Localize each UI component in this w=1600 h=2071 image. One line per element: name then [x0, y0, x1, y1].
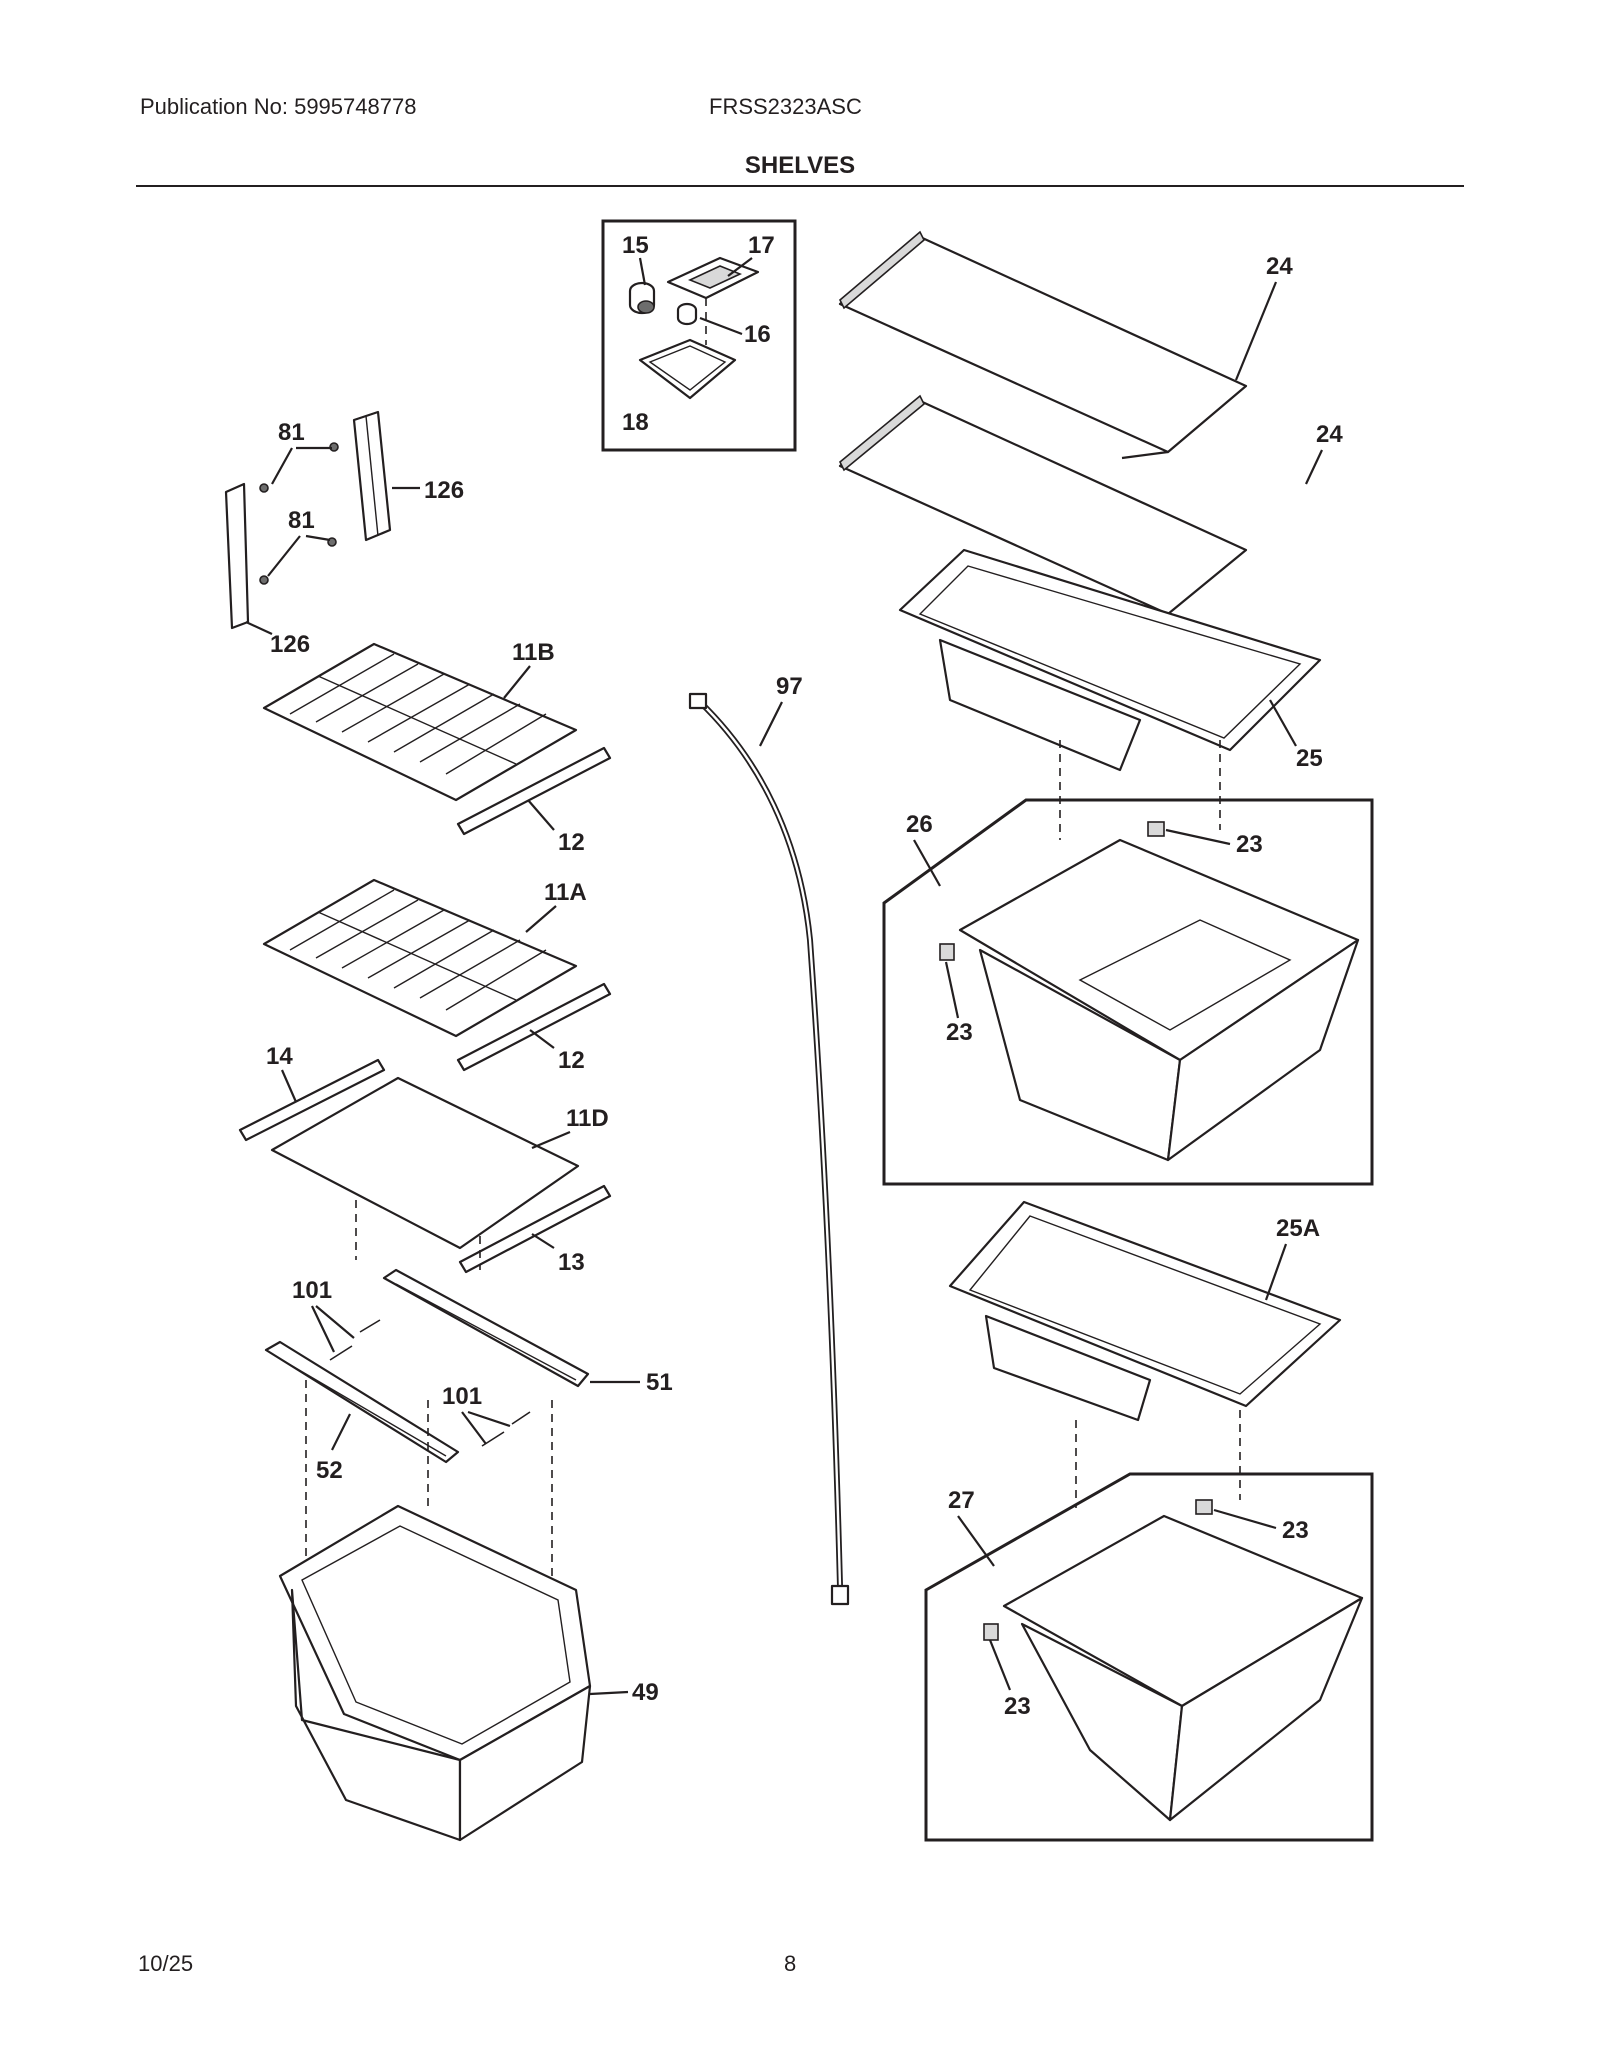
trim-rear — [458, 1184, 612, 1274]
callout-14: 14 — [266, 1043, 293, 1070]
callout-81-upper: 81 — [278, 419, 305, 446]
header-divider — [136, 185, 1464, 187]
light-assembly-inset: 15 17 16 18 — [601, 219, 797, 452]
crisper-cover-upper — [898, 548, 1322, 772]
callout-24-lower: 24 — [1316, 421, 1343, 448]
section-title: SHELVES — [744, 152, 856, 179]
callout-52: 52 — [316, 1457, 343, 1484]
callout-51: 51 — [646, 1369, 673, 1396]
shelf-rail-upper — [456, 746, 612, 836]
callout-23-lower-left: 23 — [1004, 1693, 1031, 1720]
crisper-bin-upper-frame — [882, 798, 1374, 1186]
callout-101-upper: 101 — [292, 1277, 332, 1304]
crisper-bin-lower — [983, 1499, 1364, 1822]
water-tube — [688, 692, 850, 1606]
callout-15: 15 — [622, 232, 649, 259]
callout-12-lower: 12 — [558, 1047, 585, 1074]
wire-shelf-lower — [262, 878, 578, 1038]
callout-17: 17 — [748, 232, 775, 259]
callout-24-upper: 24 — [1266, 253, 1293, 280]
crisper-bin-upper — [939, 821, 1360, 1162]
shelf-support-left — [224, 482, 250, 630]
crisper-bin-lower-frame — [924, 1472, 1374, 1842]
glass-shelf-upper — [838, 230, 1248, 460]
callout-23-lower-right: 23 — [1282, 1517, 1309, 1544]
callout-13: 13 — [558, 1249, 585, 1276]
callout-26: 26 — [906, 811, 933, 838]
callout-16: 16 — [744, 321, 771, 348]
bin-rail-rear — [382, 1268, 590, 1388]
callout-11B: 11B — [512, 639, 555, 666]
callout-126-lower: 126 — [270, 631, 310, 658]
callout-23-upper-right: 23 — [1236, 831, 1263, 858]
shelf-support-right — [352, 410, 392, 542]
page-number: 8 — [784, 1951, 797, 1976]
glass-shelf-left — [270, 1076, 580, 1250]
callout-11A: 11A — [544, 879, 587, 906]
bin-rail-front — [264, 1340, 460, 1464]
trim-front — [238, 1058, 386, 1142]
wire-shelf-upper — [262, 642, 578, 802]
callout-27: 27 — [948, 1487, 975, 1514]
callout-81-lower: 81 — [288, 507, 315, 534]
callout-18: 18 — [622, 409, 649, 436]
callout-12-upper: 12 — [558, 829, 585, 856]
crisper-cover-lower — [948, 1200, 1342, 1422]
light-bulb-part — [676, 302, 698, 326]
shelf-rail-lower — [456, 982, 612, 1072]
callout-49: 49 — [632, 1679, 659, 1706]
inset-frame — [601, 219, 797, 452]
footer-date: 10/25 — [138, 1951, 194, 1976]
publication-number: Publication No: 5995748778 — [140, 94, 417, 119]
model-number: FRSS2323ASC — [709, 94, 862, 119]
callout-126-upper: 126 — [424, 477, 464, 504]
deli-drawer — [278, 1504, 592, 1842]
callout-25: 25 — [1296, 745, 1323, 772]
callout-101-lower: 101 — [442, 1383, 482, 1410]
callout-11D: 11D — [566, 1105, 609, 1132]
callout-25A: 25A — [1276, 1215, 1320, 1242]
callout-97: 97 — [776, 673, 803, 700]
light-shield-part — [638, 338, 737, 400]
callout-23-upper-left: 23 — [946, 1019, 973, 1046]
